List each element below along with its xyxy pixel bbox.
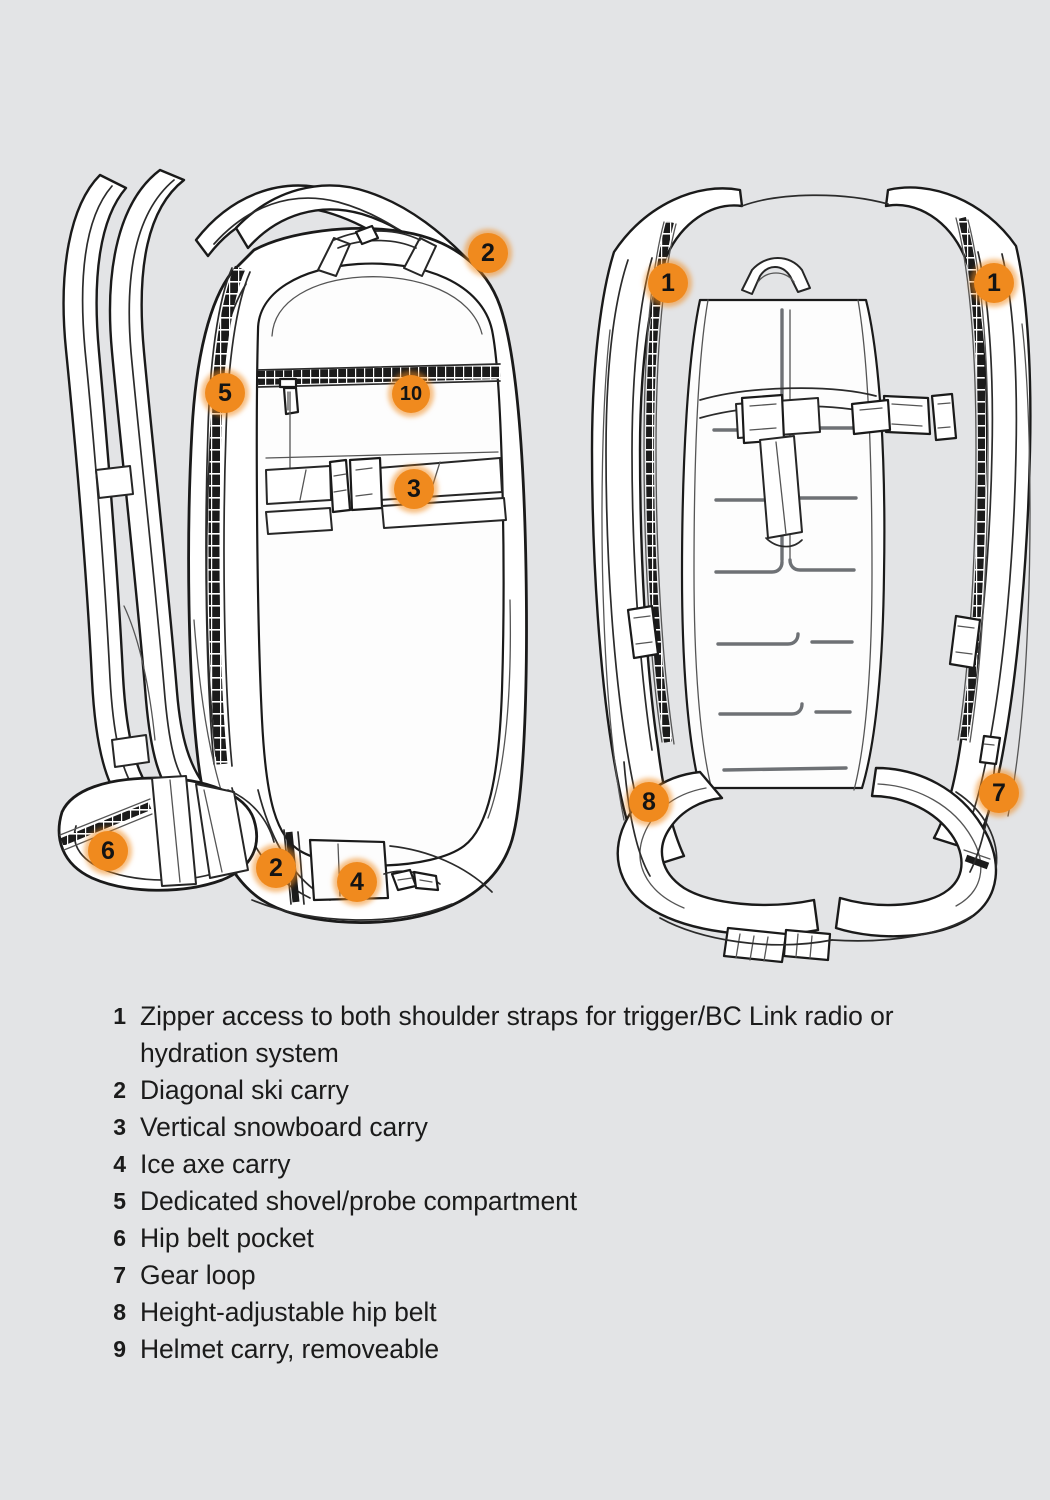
front-view-grab-handle <box>317 224 437 277</box>
legend-number: 1 <box>113 1003 126 1029</box>
legend-number: 4 <box>113 1151 126 1177</box>
callout-badge-8[interactable]: 8 <box>629 782 669 822</box>
front-view-shoulder-straps <box>62 168 207 802</box>
legend-label: Hip belt pocket <box>140 1223 314 1253</box>
callout-badge-2-top[interactable]: 2 <box>468 233 508 273</box>
back-view-haul-loop <box>741 257 811 295</box>
callout-badge-7[interactable]: 7 <box>979 773 1019 813</box>
front-view-lid-panel <box>255 262 505 867</box>
legend-number: 5 <box>113 1188 126 1214</box>
legend-item-1: 1 Zipper access to both shoulder straps … <box>0 998 1050 1072</box>
legend-label: Zipper access to both shoulder straps fo… <box>140 1001 894 1068</box>
legend-number: 8 <box>113 1299 126 1325</box>
legend-number: 2 <box>113 1077 126 1103</box>
legend-item-4: 4 Ice axe carry <box>0 1146 1050 1183</box>
front-view-vertical-zipper <box>205 265 251 767</box>
front-view-compression-strap <box>265 456 507 535</box>
legend-label: Helmet carry, removeable <box>140 1334 440 1364</box>
back-view-right-strap-adjuster <box>930 392 958 442</box>
back-view-illustration <box>590 186 1032 964</box>
callout-badge-2-bottom[interactable]: 2 <box>256 848 296 888</box>
legend-item-7: 7 Gear loop <box>0 1257 1050 1294</box>
legend-number: 6 <box>113 1225 126 1251</box>
callout-badge-10[interactable]: 10 <box>392 375 430 413</box>
front-view-illustration <box>57 168 528 924</box>
legend-label: Dedicated shovel/probe compartment <box>140 1186 578 1216</box>
back-view-lower-adjusters <box>626 604 982 670</box>
feature-legend: 1 Zipper access to both shoulder straps … <box>0 998 1050 1368</box>
callout-badge-4[interactable]: 4 <box>337 862 377 902</box>
legend-number: 9 <box>113 1336 126 1362</box>
callout-badge-3[interactable]: 3 <box>394 469 434 509</box>
back-view-left-shoulder-strap <box>590 187 744 870</box>
callout-badge-1-right[interactable]: 1 <box>974 263 1014 303</box>
legend-label: Height-adjustable hip belt <box>140 1297 437 1327</box>
legend-item-2: 2 Diagonal ski carry <box>0 1072 1050 1109</box>
legend-item-6: 6 Hip belt pocket <box>0 1220 1050 1257</box>
callout-badge-5[interactable]: 5 <box>205 373 245 413</box>
callout-badge-1-left[interactable]: 1 <box>648 263 688 303</box>
legend-item-3: 3 Vertical snowboard carry <box>0 1109 1050 1146</box>
illustration-area: 2 5 10 3 6 2 4 1 1 8 7 <box>57 168 1032 964</box>
legend-number: 7 <box>113 1262 126 1288</box>
legend-label: Gear loop <box>140 1260 256 1290</box>
legend-item-8: 8 Height-adjustable hip belt <box>0 1294 1050 1331</box>
legend-number: 3 <box>113 1114 126 1140</box>
callout-badge-6[interactable]: 6 <box>88 831 128 871</box>
back-view-sternum-strap <box>699 387 932 548</box>
legend-item-9: 9 Helmet carry, removeable <box>0 1331 1050 1368</box>
legend-label: Ice axe carry <box>140 1149 291 1179</box>
legend-label: Diagonal ski carry <box>140 1075 349 1105</box>
back-view-hip-belt <box>616 766 998 964</box>
legend-item-5: 5 Dedicated shovel/probe compartment <box>0 1183 1050 1220</box>
front-view-horizontal-zipper <box>257 363 501 416</box>
legend-label: Vertical snowboard carry <box>140 1112 428 1142</box>
